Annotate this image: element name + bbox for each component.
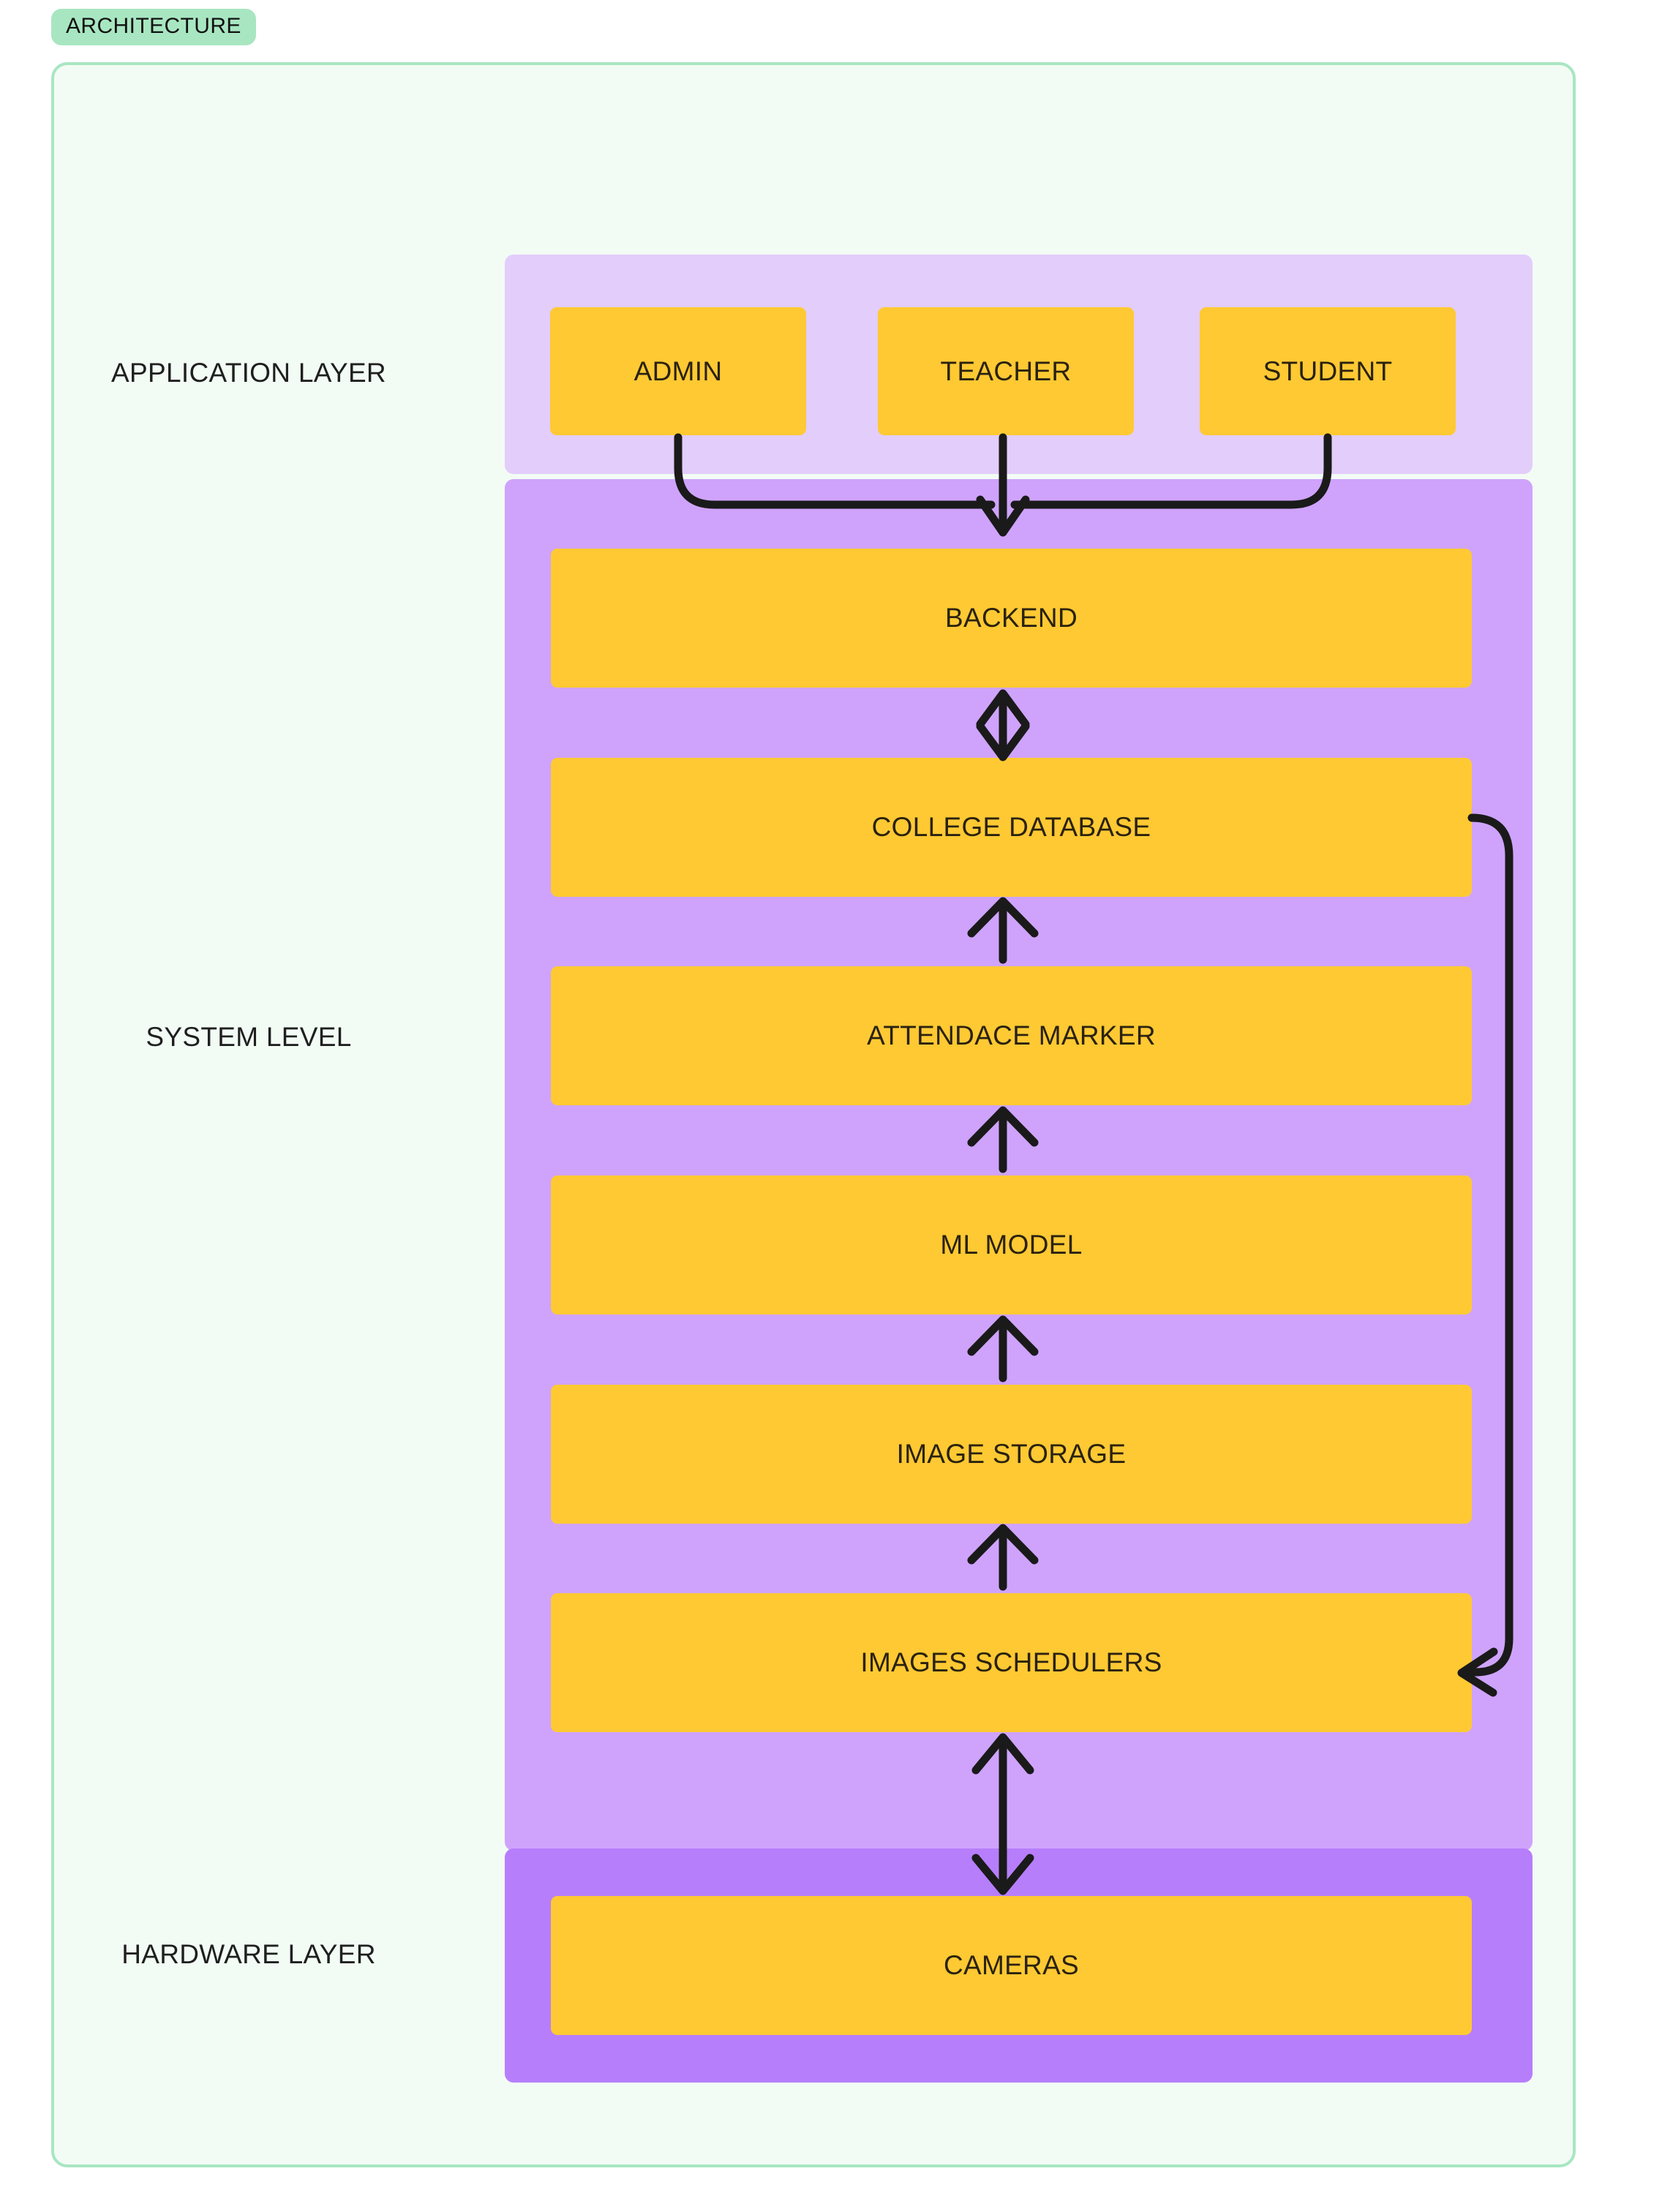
node-teacher[interactable]: TEACHER <box>878 307 1134 435</box>
diagram-title-badge: ARCHITECTURE <box>51 9 256 45</box>
node-cameras[interactable]: CAMERAS <box>551 1896 1472 2035</box>
layer-label-application: APPLICATION LAYER <box>111 358 386 388</box>
node-admin[interactable]: ADMIN <box>550 307 806 435</box>
node-image-storage[interactable]: IMAGE STORAGE <box>551 1385 1472 1524</box>
layer-label-hardware: HARDWARE LAYER <box>121 1939 376 1969</box>
node-college-database[interactable]: COLLEGE DATABASE <box>551 758 1472 897</box>
node-attendance-marker[interactable]: ATTENDACE MARKER <box>551 966 1472 1105</box>
node-ml-model[interactable]: ML MODEL <box>551 1175 1472 1314</box>
node-images-schedulers[interactable]: IMAGES SCHEDULERS <box>551 1593 1472 1732</box>
node-backend[interactable]: BACKEND <box>551 549 1472 688</box>
layer-label-system: SYSTEM LEVEL <box>146 1022 352 1052</box>
node-student[interactable]: STUDENT <box>1200 307 1456 435</box>
